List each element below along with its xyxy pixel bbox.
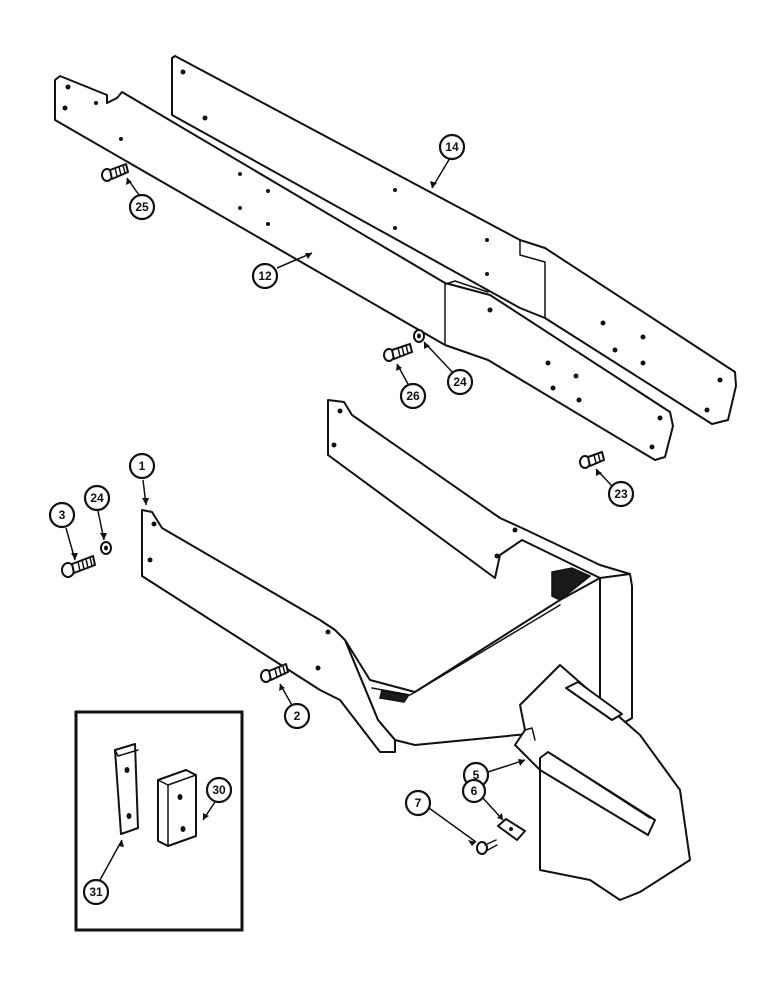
callout-31-label: 31 [89,885,103,899]
bolt-part-25 [101,163,129,182]
washer-part-24-upper [413,329,425,343]
callout-1-label: 1 [139,459,146,473]
shim-part-30 [157,769,197,847]
callout-2-label: 2 [294,709,301,723]
callout-26: 26 [399,382,427,410]
callout-25-label: 25 [135,200,149,214]
washer-part-24-lower [100,541,112,555]
callout-1: 1 [128,452,156,480]
callout-2: 2 [283,702,311,730]
callout-12: 12 [251,262,279,290]
callout-6: 6 [461,778,487,804]
callout-30-label: 30 [212,783,226,797]
callout-24-upper: 24 [446,368,474,396]
callout-31: 31 [82,878,110,906]
callout-24-lower: 24 [83,484,111,512]
bolt-part-2 [260,663,289,683]
clamp-part-6 [497,818,526,841]
rail-part-14 [171,55,737,425]
bolt-part-26 [383,343,413,362]
weight-part-5 [514,664,691,901]
shim-part-31 [114,743,139,835]
callout-25: 25 [128,193,156,221]
bolt-part-23 [579,451,605,469]
bolt-part-7 [476,839,498,855]
bolt-part-3 [61,555,96,578]
callout-3: 3 [48,501,76,529]
callout-7-label: 7 [415,796,422,810]
callout-6-label: 6 [471,784,478,798]
leader-lines [65,157,613,881]
callout-7: 7 [404,789,432,817]
callout-5-label: 5 [473,768,480,782]
callout-12-label: 12 [258,269,272,283]
rail-part-12 [54,75,674,461]
callout-3-label: 3 [59,508,66,522]
callout-14-label: 14 [445,140,459,154]
callout-26-label: 26 [406,389,420,403]
callout-30: 30 [205,776,233,804]
callout-14: 14 [438,133,466,161]
callout-24-lower-label: 24 [90,491,104,505]
callout-23-label: 23 [614,487,628,501]
callout-24-upper-label: 24 [453,375,467,389]
callout-23: 23 [607,480,635,508]
